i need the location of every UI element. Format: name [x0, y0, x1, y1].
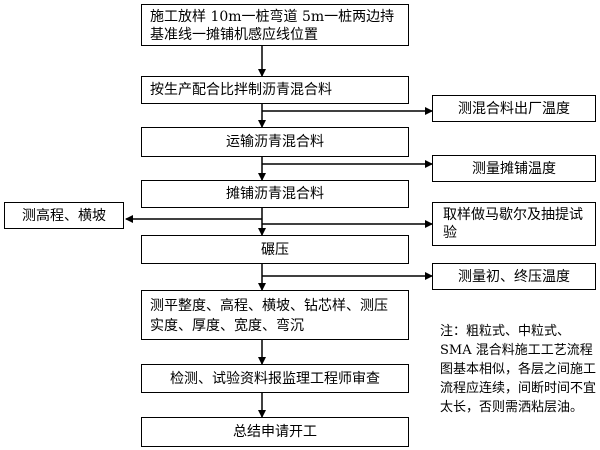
- step-layout: 施工放样 10m一桩弯道 5m一桩两边持基准线一摊铺机感应线位置: [141, 4, 409, 46]
- step-testing-text: 测平整度、高程、横坡、钻芯样、测压实度、厚度、宽度、弯沉: [150, 298, 388, 334]
- side-marshall: 取样做马歇尔及抽提试验: [432, 202, 596, 246]
- step-layout-text: 施工放样 10m一桩弯道 5m一桩两边持基准线一摊铺机感应线位置: [150, 9, 395, 43]
- side-rolling-temp: 测量初、终压温度: [432, 263, 596, 290]
- step-mix: 按生产配合比拌制沥青混合料: [141, 76, 409, 104]
- step-transport-text: 运输沥青混合料: [226, 134, 324, 150]
- step-testing: 测平整度、高程、横坡、钻芯样、测压实度、厚度、宽度、弯沉: [141, 290, 409, 340]
- step-rolling-text: 碾压: [261, 241, 289, 258]
- step-summary-text: 总结申请开工: [233, 424, 317, 440]
- step-rolling: 碾压: [141, 235, 409, 264]
- step-paving: 摊铺沥青混合料: [141, 180, 409, 208]
- step-mix-text: 按生产配合比拌制沥青混合料: [150, 82, 332, 98]
- side-factory-temp: 测混合料出厂温度: [432, 95, 596, 122]
- step-review: 检测、试验资料报监理工程师审查: [141, 364, 409, 393]
- side-elevation-text: 测高程、横坡: [22, 207, 106, 224]
- side-elevation: 测高程、横坡: [4, 202, 124, 229]
- side-rolling-temp-text: 测量初、终压温度: [458, 268, 570, 285]
- side-paving-temp: 测量摊铺温度: [432, 155, 596, 182]
- footnote: 注：粗粒式、中粒式、SMA 混合料施工工艺流程图基本相似，各层之间施工流程应连续…: [440, 324, 597, 415]
- step-transport: 运输沥青混合料: [141, 127, 409, 157]
- step-summary: 总结申请开工: [141, 417, 409, 447]
- side-marshall-text: 取样做马歇尔及抽提试验: [443, 207, 583, 241]
- side-paving-temp-text: 测量摊铺温度: [472, 160, 556, 177]
- step-paving-text: 摊铺沥青混合料: [226, 186, 324, 202]
- step-review-text: 检测、试验资料报监理工程师审查: [170, 370, 380, 387]
- side-factory-temp-text: 测混合料出厂温度: [458, 100, 570, 117]
